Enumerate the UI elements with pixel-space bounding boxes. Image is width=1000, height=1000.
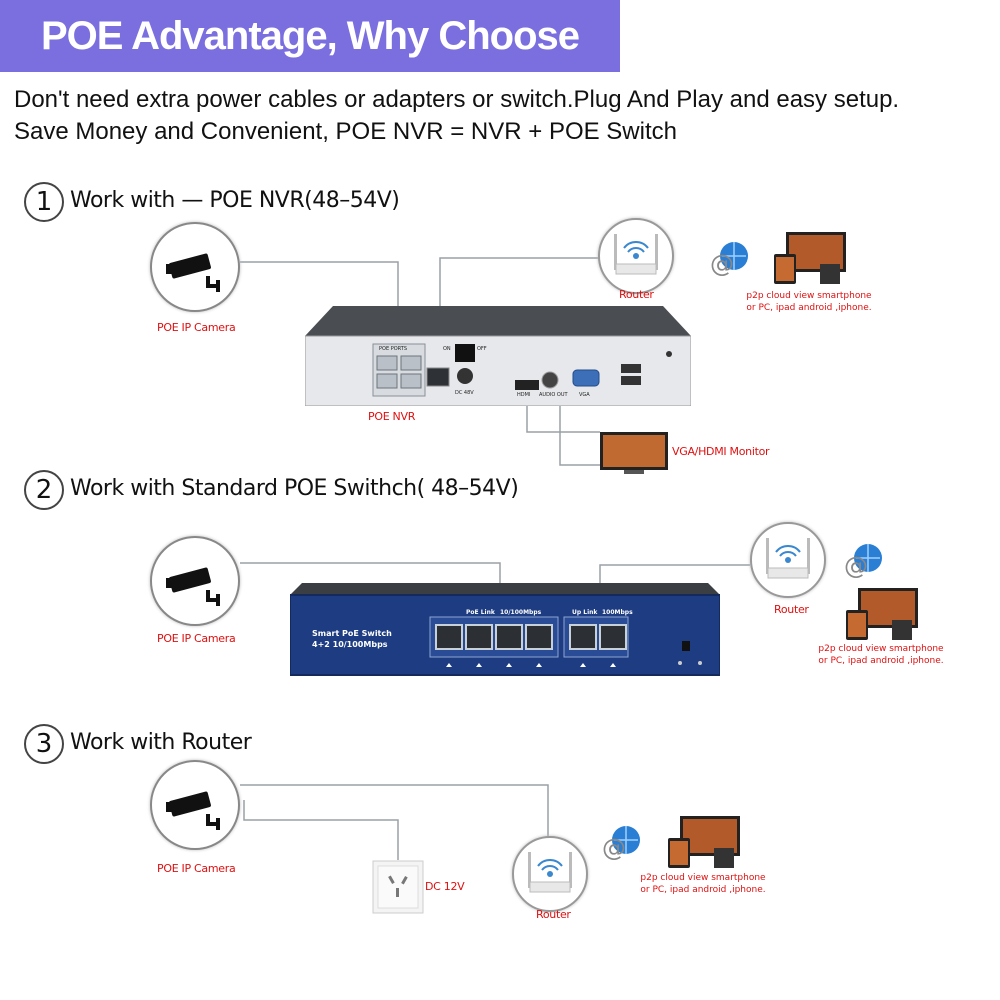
intro-line-2: Save Money and Convenient, POE NVR = NVR… [14,118,677,145]
section-3-router [512,836,588,912]
section-2-devices [842,586,922,642]
router-icon [766,538,810,579]
cloud-note-line-1: p2p cloud view smartphone [640,873,766,883]
section-3-title: Work with Router [70,730,252,755]
internet-globe-icon: @ [844,544,882,580]
section-1-router-label: Router [619,288,654,301]
nvr-off-text: OFF [477,346,487,352]
wire-hdmi-monitor [526,400,600,433]
section-1-devices [770,230,850,286]
intro-line-1: Don't need extra power cables or adapter… [14,86,900,113]
section-1-number: 1 [24,182,64,222]
camera-icon [166,567,220,606]
section-3-power-label: DC 12V [425,880,465,893]
svg-text:@: @ [710,250,734,278]
section-3-globe: @ [600,820,644,864]
wire-camera-power [243,800,399,860]
svg-text:@: @ [844,552,868,580]
switch-speed-text: 10/100Mbps [500,609,542,616]
nvr-dc-text: DC 48V [455,390,474,396]
poe-switch-icon [289,583,721,676]
section-3-power-outlet [372,860,424,914]
multi-screen-icon [846,588,918,640]
section-1-router [598,218,674,294]
section-1-camera-label: POE IP Camera [157,321,236,334]
cloud-note-line-1: p2p cloud view smartphone [818,644,944,654]
section-3-cloud-note: p2p cloud view smartphone or PC, ipad an… [638,872,768,896]
nvr-audio-text: AUDIO OUT [539,392,568,398]
section-3-camera-label: POE IP Camera [157,862,236,875]
router-icon [614,234,658,275]
section-1-globe: @ [708,236,752,280]
section-2-camera-label: POE IP Camera [157,632,236,645]
section-3-camera [150,760,240,850]
section-2-cloud-note: p2p cloud view smartphone or PC, ipad an… [816,643,946,667]
nvr-hdmi-text: HDMI [517,392,531,398]
title-banner [0,0,620,72]
section-3-devices [664,814,744,870]
section-2-title: Work with Standard POE Swithch( 48–54V) [70,476,519,501]
switch-spec-text: 4+2 10/100Mbps [312,640,388,649]
section-2-camera [150,536,240,626]
multi-screen-icon [774,232,846,284]
internet-globe-icon: @ [602,826,640,862]
section-2-router-label: Router [774,603,809,616]
nvr-on-text: ON [443,346,451,352]
section-1-monitor-label: VGA/HDMI Monitor [672,445,770,458]
nvr-icon [304,306,692,407]
poe-nvr-device: POE PORTS ON OFF DC 48V HDMI AUDIO OUT V… [304,306,692,407]
poe-switch-device: Smart PoE Switch 4+2 10/100Mbps PoE Link… [289,583,721,683]
section-2-globe: @ [842,538,886,582]
switch-uplink-text: Up Link [572,609,598,616]
monitor-icon [600,432,668,474]
cloud-note-line-2: or PC, ipad android ,iphone. [746,303,872,313]
camera-icon [166,791,220,830]
section-3-number: 3 [24,724,64,764]
power-outlet-icon [372,860,424,914]
router-icon [528,852,572,893]
multi-screen-icon [668,816,740,868]
internet-globe-icon: @ [710,242,748,278]
wire-camera-router [240,784,549,838]
page-title: POE Advantage, Why Choose POE ? [40,14,580,130]
cloud-note-line-2: or PC, ipad android ,iphone. [640,885,766,895]
section-1-camera [150,222,240,312]
section-3-router-label: Router [536,908,571,921]
section-1-device-label: POE NVR [368,410,416,423]
switch-name-text: Smart PoE Switch [312,629,392,638]
nvr-vga-text: VGA [579,392,590,398]
section-1-cloud-note: p2p cloud view smartphone or PC, ipad an… [744,290,874,314]
section-1-title: Work with — POE NVR(48–54V) [70,188,400,213]
section-1-monitor [600,432,670,476]
wire-vga-monitor [559,400,600,466]
nvr-poe-ports-text: POE PORTS [379,346,407,352]
cloud-note-line-1: p2p cloud view smartphone [746,291,872,301]
switch-uplink-speed-text: 100Mbps [602,609,633,616]
section-2-router [750,522,826,598]
cloud-note-line-2: or PC, ipad android ,iphone. [818,656,944,666]
camera-icon [166,253,220,292]
switch-poe-link-text: PoE Link [466,609,495,616]
svg-text:@: @ [602,834,626,862]
section-2-number: 2 [24,470,64,510]
